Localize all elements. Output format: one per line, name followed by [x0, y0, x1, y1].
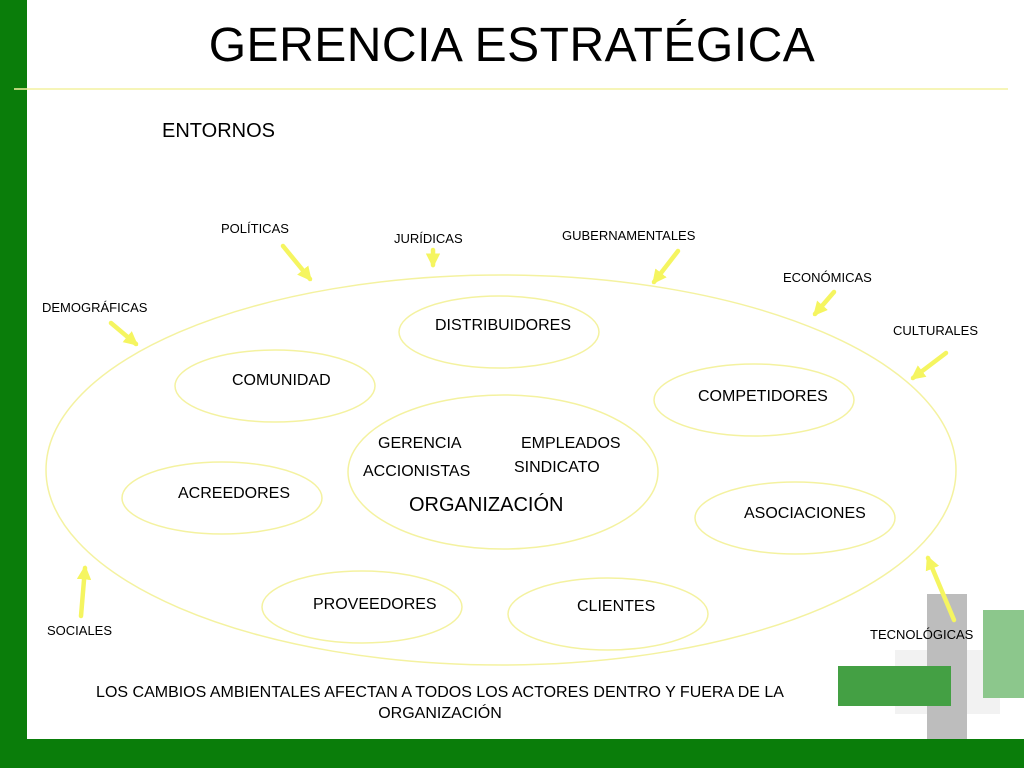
acreedores-label: ACREEDORES	[178, 485, 291, 502]
asociaciones-label: ASOCIACIONES	[744, 505, 866, 522]
sindicato-label: SINDICATO	[514, 459, 600, 476]
footer-caption: LOS CAMBIOS AMBIENTALES AFECTAN A TODOS …	[96, 684, 784, 722]
empleados-label: EMPLEADOS	[521, 435, 621, 452]
deco-green-bar	[838, 666, 951, 706]
clientes-label: CLIENTES	[577, 598, 656, 615]
asociaciones-ellipse	[694, 481, 896, 555]
organization-ellipse	[347, 394, 659, 550]
gerencia-label: GERENCIA	[378, 435, 462, 452]
tecnologicas-arrow	[925, 555, 957, 623]
decorative-squares	[838, 594, 1024, 739]
demograficas-arrow	[108, 320, 139, 347]
gubernamentales-arrow	[651, 248, 681, 285]
culturales-arrow	[910, 350, 949, 381]
politicas-arrow	[280, 243, 313, 282]
competidores-ellipse	[653, 363, 855, 437]
organizacion-label: ORGANIZACIÓN	[409, 494, 564, 516]
competidores-label: COMPETIDORES	[698, 388, 828, 405]
culturales-label: CULTURALES	[893, 323, 979, 338]
slide-title: GERENCIA ESTRATÉGICA	[208, 19, 816, 72]
left-green-bar	[0, 0, 27, 768]
comunidad-ellipse	[174, 349, 376, 423]
accionistas-label: ACCIONISTAS	[363, 463, 471, 480]
politicas-label: POLÍTICAS	[221, 221, 289, 236]
clientes-ellipse	[507, 577, 709, 651]
acreedores-ellipse	[121, 461, 323, 535]
environment-ellipse	[45, 274, 957, 666]
proveedores-ellipse	[261, 570, 463, 644]
section-subtitle: ENTORNOS	[162, 120, 275, 142]
deco-light-green-square	[983, 610, 1024, 698]
economicas-arrow	[812, 289, 837, 317]
juridicas-label: JURÍDICAS	[394, 231, 463, 246]
bottom-green-bar	[0, 739, 1024, 768]
distribuidores-label: DISTRIBUIDORES	[435, 317, 572, 334]
comunidad-label: COMUNIDAD	[232, 372, 331, 389]
sociales-arrow	[76, 565, 92, 619]
economicas-label: ECONÓMICAS	[783, 270, 872, 285]
gubernamentales-label: GUBERNAMENTALES	[562, 228, 696, 243]
distribuidores-ellipse	[398, 295, 600, 369]
tecnologicas-label: TECNOLÓGICAS	[870, 627, 974, 642]
sociales-label: SOCIALES	[47, 623, 113, 638]
proveedores-label: PROVEEDORES	[313, 596, 437, 613]
demograficas-label: DEMOGRÁFICAS	[42, 300, 148, 315]
